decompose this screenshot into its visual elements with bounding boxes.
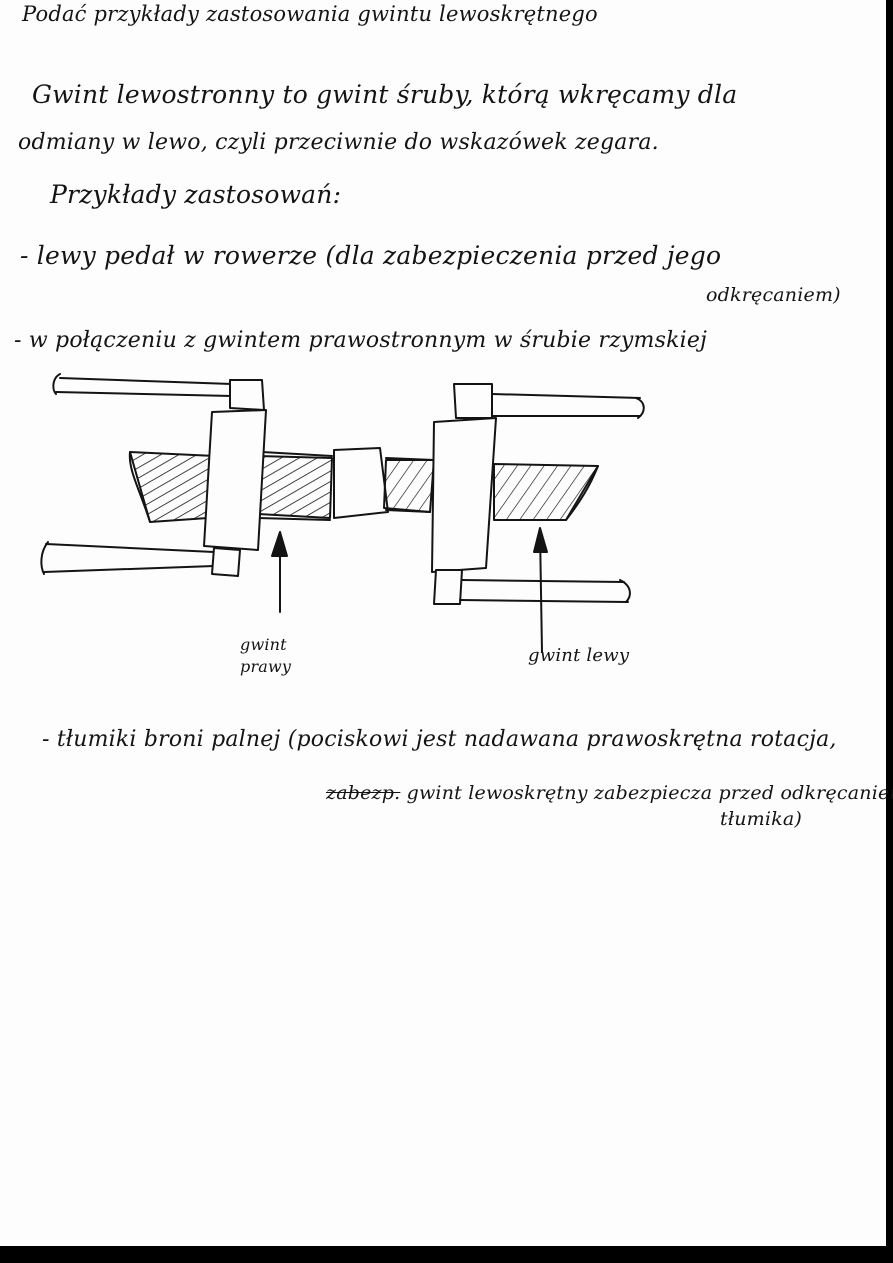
label-right-thread: gwint prawy bbox=[240, 635, 292, 676]
example-2-line-1: - w połączeniu z gwintem prawostronnym w… bbox=[14, 328, 708, 353]
example-3-line-1: - tłumiki broni palnej (pociskowi jest n… bbox=[42, 727, 837, 752]
left-upper-bar bbox=[52, 373, 233, 397]
right-nut bbox=[431, 383, 497, 605]
right-lower-bar bbox=[459, 579, 631, 603]
middle-sleeve bbox=[333, 447, 389, 519]
examples-heading: Przykłady zastosowań: bbox=[50, 180, 342, 209]
left-nut bbox=[203, 379, 267, 577]
definition-line-2: odmiany w lewo, czyli przeciwnie do wska… bbox=[18, 130, 659, 155]
arrow-right-thread bbox=[271, 531, 288, 613]
definition-line-1: Gwint lewostronny to gwint śruby, którą … bbox=[32, 80, 738, 109]
arrow-left-thread bbox=[533, 527, 548, 653]
right-upper-bar bbox=[491, 393, 645, 419]
turnbuckle-sketch bbox=[40, 373, 645, 653]
struck-word: zabezp. bbox=[326, 782, 401, 804]
example-1-line-1: - lewy pedał w rowerze (dla zabezpieczen… bbox=[20, 241, 722, 270]
right-hand-thread bbox=[128, 451, 333, 523]
left-lower-bar bbox=[40, 541, 215, 575]
example-3-line-2: zabezp. gwint lewoskrętny zabezpiecza pr… bbox=[326, 782, 893, 804]
example-1-line-2: odkręcaniem) bbox=[706, 284, 841, 306]
left-hand-thread bbox=[383, 457, 599, 521]
example-3-line-2-text: gwint lewoskrętny zabezpiecza przed odkr… bbox=[406, 782, 893, 804]
page-title: Podać przykłady zastosowania gwintu lewo… bbox=[22, 2, 598, 26]
example-3-line-3: tłumika) bbox=[720, 808, 802, 830]
label-left-thread: gwint lewy bbox=[528, 645, 630, 666]
